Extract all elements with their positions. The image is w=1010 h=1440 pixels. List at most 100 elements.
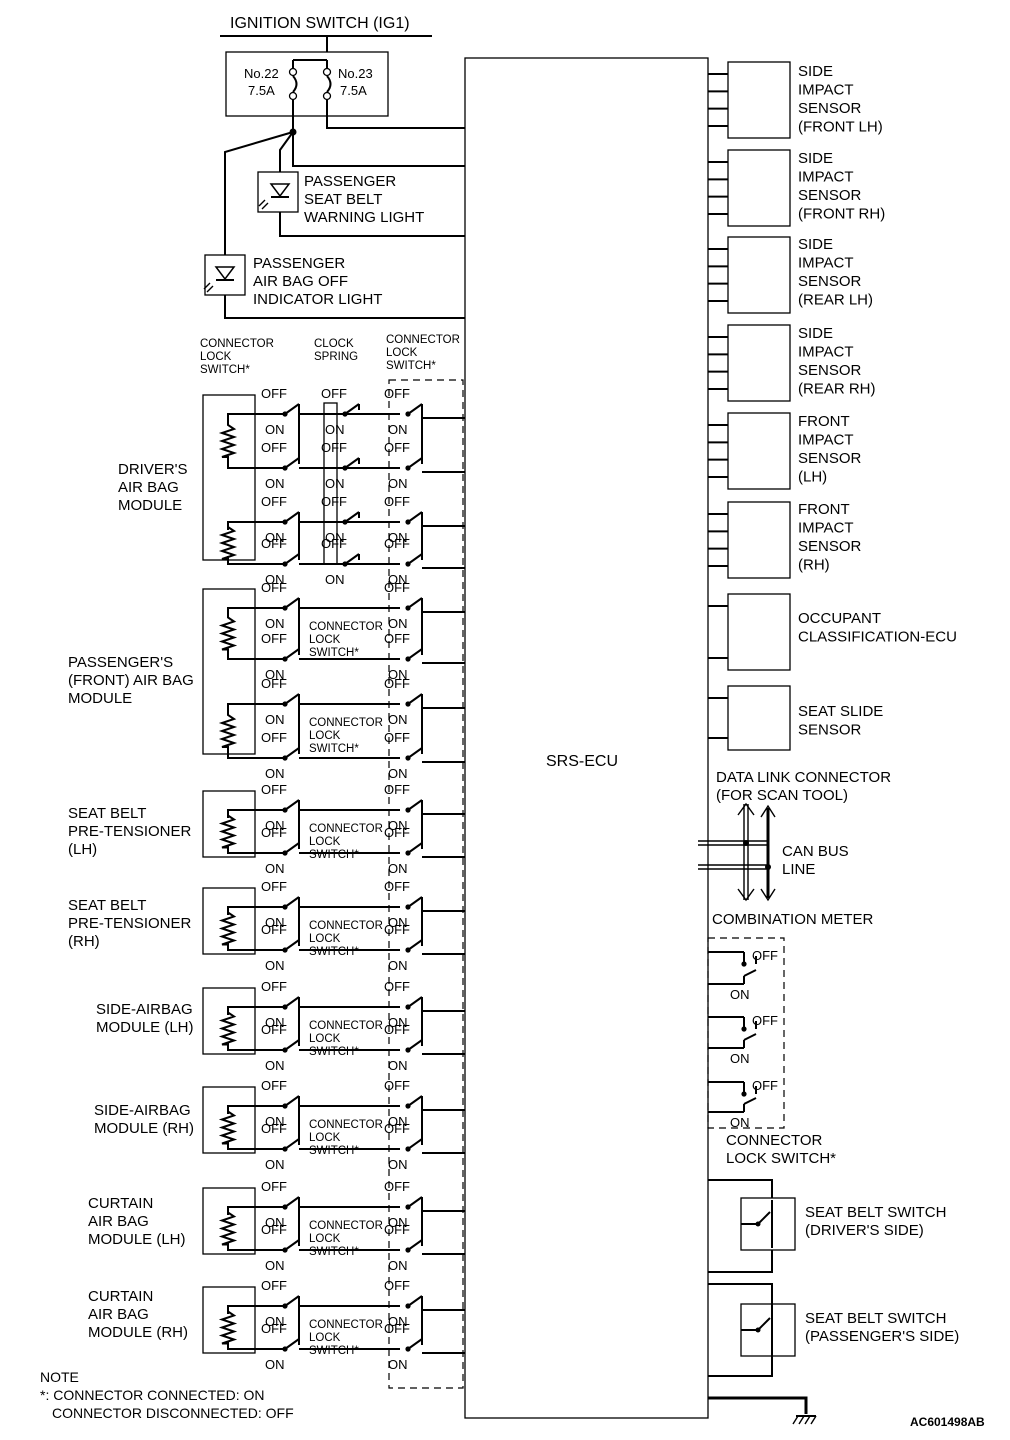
sensor-label-line: (REAR LH) — [798, 292, 873, 309]
switch-on-label: ON — [265, 1114, 285, 1129]
switch-on-label: ON — [388, 1314, 408, 1329]
inner-lock-line-3: SWITCH* — [309, 1046, 359, 1058]
sensor-label-line: (FRONT LH) — [798, 119, 883, 136]
switch-on-label: ON — [265, 1314, 285, 1329]
switch-on-label: ON — [325, 572, 345, 587]
fuse-22-feed — [224, 128, 465, 255]
switch-on-label: ON — [265, 766, 285, 781]
switch-on-label: ON — [388, 1114, 408, 1129]
switch-off-label: OFF — [384, 536, 410, 551]
inner-lock-line-2: LOCK — [309, 634, 341, 646]
switch-off-label: OFF — [261, 1278, 287, 1293]
light-1-line-3: WARNING LIGHT — [304, 209, 424, 226]
switch-off-label: OFF — [384, 1321, 410, 1336]
switch-on-label: ON — [388, 476, 408, 491]
can-bus-line-2: LINE — [782, 861, 815, 878]
switch-off-label: OFF — [384, 730, 410, 745]
sbs-pass-line-1: SEAT BELT SWITCH — [805, 1310, 946, 1327]
switch-on-label: ON — [388, 667, 408, 682]
switch-off-label: OFF — [261, 1022, 287, 1037]
switch-on-label: ON — [265, 712, 285, 727]
passenger-seat-belt-warning-light: PASSENGER SEAT BELT WARNING LIGHT — [257, 171, 465, 237]
switch-off-label: OFF — [384, 386, 410, 401]
switch-off-label: OFF — [261, 730, 287, 745]
header-clock-line-2: SPRING — [314, 351, 358, 363]
switch-on-label: ON — [388, 1157, 408, 1172]
switch-on-label: ON — [388, 861, 408, 876]
switch-on-label: ON — [265, 476, 285, 491]
switch-off-label: OFF — [384, 825, 410, 840]
note-line-2: CONNECTOR DISCONNECTED: OFF — [52, 1405, 294, 1421]
switch-off-label: OFF — [261, 922, 287, 937]
module-label-line: AIR BAG — [88, 1213, 149, 1230]
switch-on-label: ON — [265, 1215, 285, 1230]
sensor-label-line: FRONT — [798, 501, 850, 518]
switch-on-label: ON — [265, 1258, 285, 1273]
header-right-line-1: CONNECTOR — [386, 334, 460, 346]
switch-on-label: ON — [265, 1157, 285, 1172]
inner-lock-line-2: LOCK — [309, 836, 341, 848]
module-label-line: MODULE (RH) — [94, 1120, 194, 1137]
switch-off-label: OFF — [752, 1013, 778, 1028]
switch-off-label: OFF — [384, 782, 410, 797]
sensor-label-line: SIDE — [798, 236, 833, 253]
module-label-line: DRIVER'S — [118, 461, 188, 478]
seat-belt-pre-tensioner-rh: SEAT BELTPRE-TENSIONER(RH)OFFONOFFONOFFO… — [68, 879, 465, 973]
inner-lock-line-3: SWITCH* — [309, 946, 359, 958]
inner-lock-line-2: LOCK — [309, 1233, 341, 1245]
switch-on-label: ON — [265, 422, 285, 437]
inner-lock-line-3: SWITCH* — [309, 1345, 359, 1357]
switch-off-label: OFF — [261, 1321, 287, 1336]
sensor-label-line: SIDE — [798, 63, 833, 80]
switch-on-label: ON — [388, 422, 408, 437]
module-label-line: (FRONT) AIR BAG — [68, 672, 194, 689]
switch-on-label: ON — [325, 476, 345, 491]
switch-off-label: OFF — [384, 1278, 410, 1293]
inner-lock-line-1: CONNECTOR — [309, 1319, 383, 1331]
switch-off-label: OFF — [261, 1222, 287, 1237]
module-label-line: PRE-TENSIONER — [68, 823, 192, 840]
inner-lock-line-1: CONNECTOR — [309, 823, 383, 835]
inner-lock-line-3: SWITCH* — [309, 1145, 359, 1157]
light-2-line-2: AIR BAG OFF — [253, 273, 348, 290]
switch-off-label: OFF — [261, 440, 287, 455]
header-left-line-3: SWITCH* — [200, 364, 250, 376]
switch-on-label: ON — [265, 572, 285, 587]
sensor-label-line: SIDE — [798, 150, 833, 167]
sensor-label-line: SENSOR — [798, 538, 862, 555]
ground-symbol — [708, 1396, 817, 1425]
fuse-box: No.22 7.5A No.23 7.5A — [225, 51, 465, 132]
fuse-22-rating: 7.5A — [248, 83, 275, 98]
switch-on-label: ON — [730, 1051, 750, 1066]
sensor-label-line: (REAR RH) — [798, 381, 876, 398]
switch-on-label: ON — [265, 958, 285, 973]
switch-off-label: OFF — [321, 536, 347, 551]
switch-off-label: OFF — [261, 580, 287, 595]
switch-off-label: OFF — [384, 1121, 410, 1136]
switch-off-label: OFF — [384, 580, 410, 595]
inner-lock-line-1: CONNECTOR — [309, 1220, 383, 1232]
switch-off-label: OFF — [384, 922, 410, 937]
data-link-line-1: DATA LINK CONNECTOR — [716, 769, 891, 786]
switch-off-label: OFF — [261, 1179, 287, 1194]
header-left-line-1: CONNECTOR — [200, 338, 274, 350]
right-lock-line-2: LOCK SWITCH* — [726, 1150, 836, 1167]
sensor-label-line: SEAT SLIDE — [798, 703, 883, 720]
switch-on-label: ON — [265, 616, 285, 631]
module-label-line: CURTAIN — [88, 1288, 153, 1305]
fuse-23-rating: 7.5A — [340, 83, 367, 98]
switch-on-label: ON — [265, 818, 285, 833]
module-label-line: MODULE — [68, 690, 132, 707]
inner-lock-line-3: SWITCH* — [309, 849, 359, 861]
sensor-label-line: SIDE — [798, 325, 833, 342]
inner-lock-line-1: CONNECTOR — [309, 621, 383, 633]
inner-lock-line-3: SWITCH* — [309, 743, 359, 755]
module-label-line: PASSENGER'S — [68, 654, 173, 671]
connector-lock-switch-column — [388, 379, 464, 1389]
switch-off-label: OFF — [261, 1121, 287, 1136]
